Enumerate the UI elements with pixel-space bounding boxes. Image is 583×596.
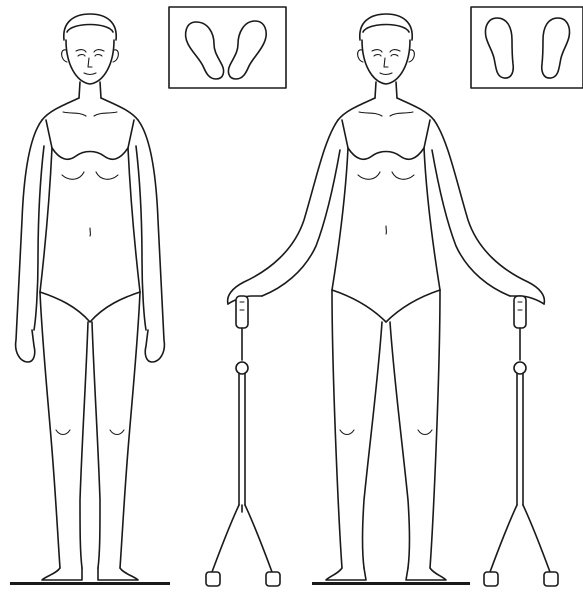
feet-apart-icon	[471, 7, 583, 88]
cane-right	[484, 296, 558, 586]
standing-figure-left	[10, 14, 170, 585]
cane-left	[206, 296, 280, 586]
standing-figure-right	[228, 14, 545, 585]
feet-together-icon	[169, 7, 286, 88]
